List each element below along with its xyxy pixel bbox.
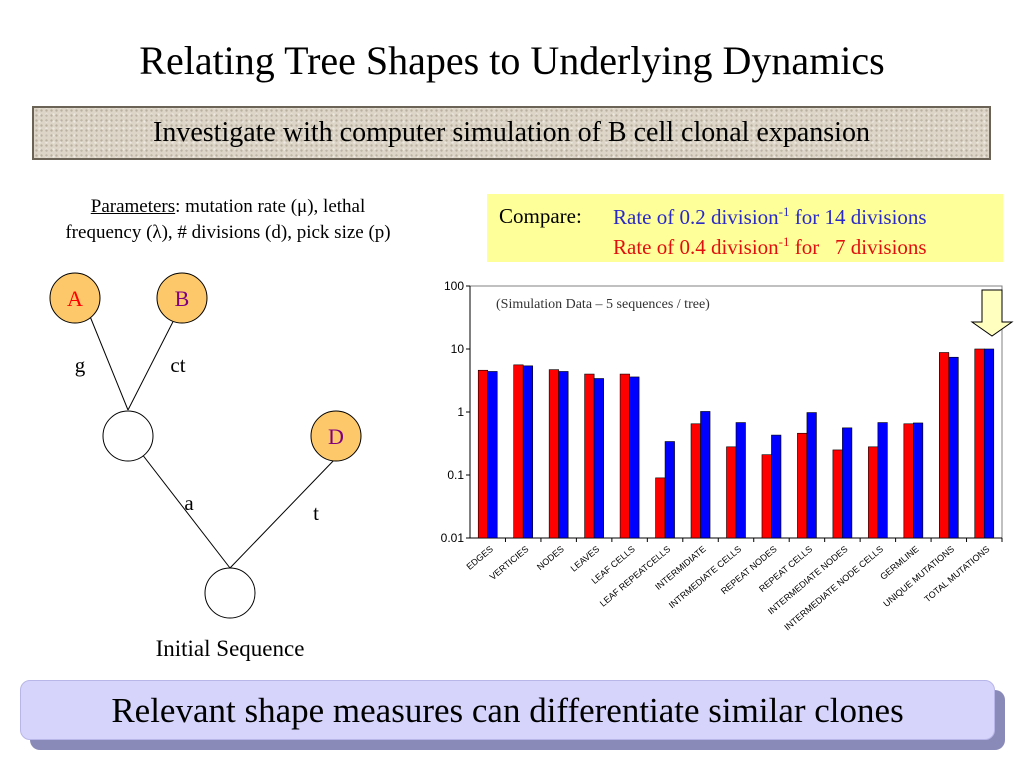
bar <box>513 364 524 539</box>
x-tick-label: TOTAL MUTATIONS <box>922 544 991 604</box>
x-tick-label: LEAVES <box>569 544 602 574</box>
x-tick-label: EDGES <box>464 544 495 572</box>
edge-a-line <box>127 435 231 569</box>
edge-label-t: t <box>313 501 319 525</box>
parameters-label: Parameters <box>90 196 176 217</box>
node-a-label: A <box>67 286 83 311</box>
bar <box>948 356 959 539</box>
node-b-label: B <box>175 286 190 311</box>
bar <box>903 423 914 539</box>
bar <box>558 371 569 539</box>
bar <box>548 369 559 539</box>
bar <box>593 378 604 539</box>
root-node <box>204 567 256 619</box>
bar <box>868 446 879 539</box>
bar <box>761 454 772 539</box>
chart-bars <box>477 348 995 539</box>
y-tick-label: 100 <box>444 279 464 293</box>
node-d <box>310 410 362 462</box>
bar <box>629 376 640 539</box>
bar <box>938 352 950 539</box>
chart-annotation: (Simulation Data – 5 sequences / tree) <box>496 297 710 312</box>
internal-node <box>102 410 154 462</box>
compare-label: Compare: <box>499 204 582 228</box>
bar <box>522 365 533 539</box>
bar <box>842 427 853 539</box>
bar <box>477 369 489 539</box>
compare-line-2-text: Rate of 0.4 division <box>613 235 779 259</box>
y-tick-label: 10 <box>451 342 465 356</box>
y-tick-label: 0.1 <box>447 468 464 482</box>
footer-banner: Relevant shape measures can differentiat… <box>20 680 995 740</box>
bar <box>832 449 843 539</box>
node-b <box>156 272 208 324</box>
edge-label-ct: ct <box>170 353 185 377</box>
initial-sequence-label: Initial Sequence <box>155 636 305 661</box>
bar <box>983 348 995 539</box>
y-tick-label: 0.01 <box>441 531 465 545</box>
bar <box>664 441 675 539</box>
bar <box>797 432 808 539</box>
compare-line-1-text: Rate of 0.2 division <box>613 205 779 229</box>
y-tick-label: 1 <box>457 405 464 419</box>
compare-line-1-sup: -1 <box>778 204 790 219</box>
parameters-text: Parameters: mutation rate (μ), lethal fr… <box>18 194 438 246</box>
bar <box>619 373 630 539</box>
compare-line-2-sup: -1 <box>778 234 790 249</box>
bar <box>735 422 746 539</box>
edge-g-line <box>84 303 129 411</box>
node-d-label: D <box>328 424 344 449</box>
bar <box>771 434 782 539</box>
bar <box>806 412 817 539</box>
bar <box>700 411 711 539</box>
compare-line-1-rest: for 14 divisions <box>789 205 927 229</box>
compare-box: Compare: Rate of 0.2 division-1 for 14 d… <box>487 194 1003 262</box>
compare-line-1: Rate of 0.2 division-1 for 14 divisions <box>613 204 927 230</box>
bar <box>974 348 985 539</box>
parameters-line1: : mutation rate (μ), lethal <box>175 196 366 217</box>
slide-title: Relating Tree Shapes to Underlying Dynam… <box>139 38 885 83</box>
bar <box>726 446 737 539</box>
bar <box>655 477 666 539</box>
edge-label-a: a <box>184 491 194 515</box>
bar <box>877 422 888 539</box>
bar <box>913 422 924 539</box>
bar <box>584 373 595 539</box>
edge-t-line <box>229 457 337 569</box>
x-tick-label: NODES <box>535 544 566 572</box>
parameters-line2: frequency (λ), # divisions (d), pick siz… <box>65 222 391 243</box>
down-arrow-icon <box>970 289 1014 337</box>
node-a <box>49 272 101 324</box>
x-tick-label: LEAF REPEATCELLS <box>598 544 673 609</box>
x-tick-label: VERTICIES <box>488 544 531 582</box>
bar <box>487 371 498 539</box>
subtitle-banner: Investigate with computer simulation of … <box>32 106 991 160</box>
bar <box>690 423 701 539</box>
compare-line-2: Rate of 0.4 division-1 for 7 divisions <box>613 234 927 260</box>
compare-line-2-rest: for 7 divisions <box>789 235 927 259</box>
tree-diagram: A B D g ct a t <box>49 272 362 619</box>
edge-label-g: g <box>75 353 86 377</box>
